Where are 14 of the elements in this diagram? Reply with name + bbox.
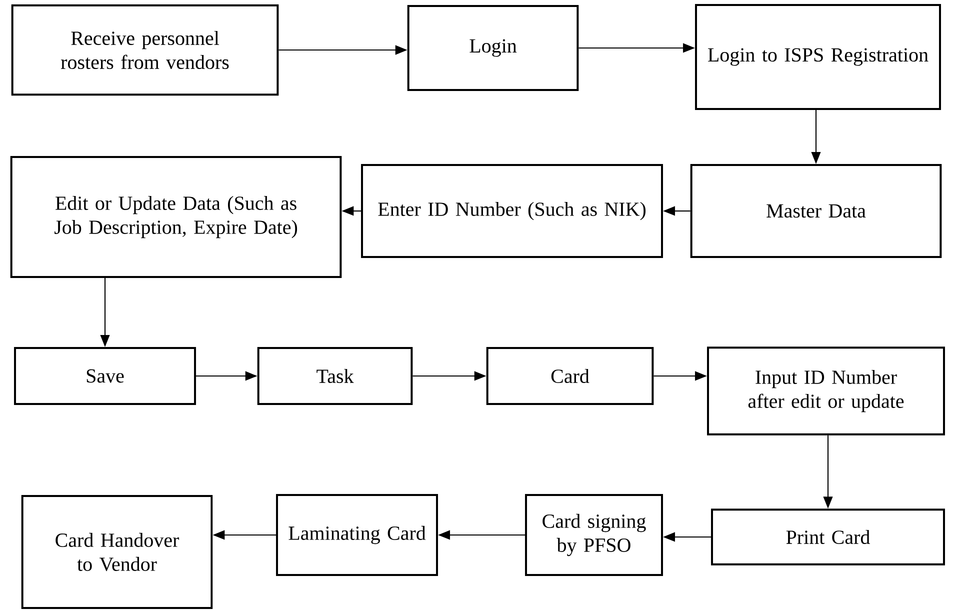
- process-box: Print Card: [711, 508, 945, 566]
- process-box: Input ID Number after edit or update: [707, 346, 945, 436]
- process-box: Laminating Card: [276, 494, 438, 576]
- process-box: Login to ISPS Registration: [695, 4, 941, 110]
- process-box: Save: [14, 347, 196, 405]
- process-box: Task: [257, 347, 413, 405]
- process-box: Edit or Update Data (Such as Job Description, Expire Date): [10, 156, 342, 278]
- process-box: Card signing by PFSO: [525, 494, 663, 576]
- process-box: Card: [486, 347, 654, 405]
- process-box: Card Handover to Vendor: [21, 495, 213, 609]
- process-box: Enter ID Number (Such as NIK): [361, 164, 663, 258]
- process-box: Login: [407, 5, 579, 91]
- process-box: Master Data: [690, 164, 942, 258]
- process-box: Receive personnel rosters from vendors: [11, 4, 279, 96]
